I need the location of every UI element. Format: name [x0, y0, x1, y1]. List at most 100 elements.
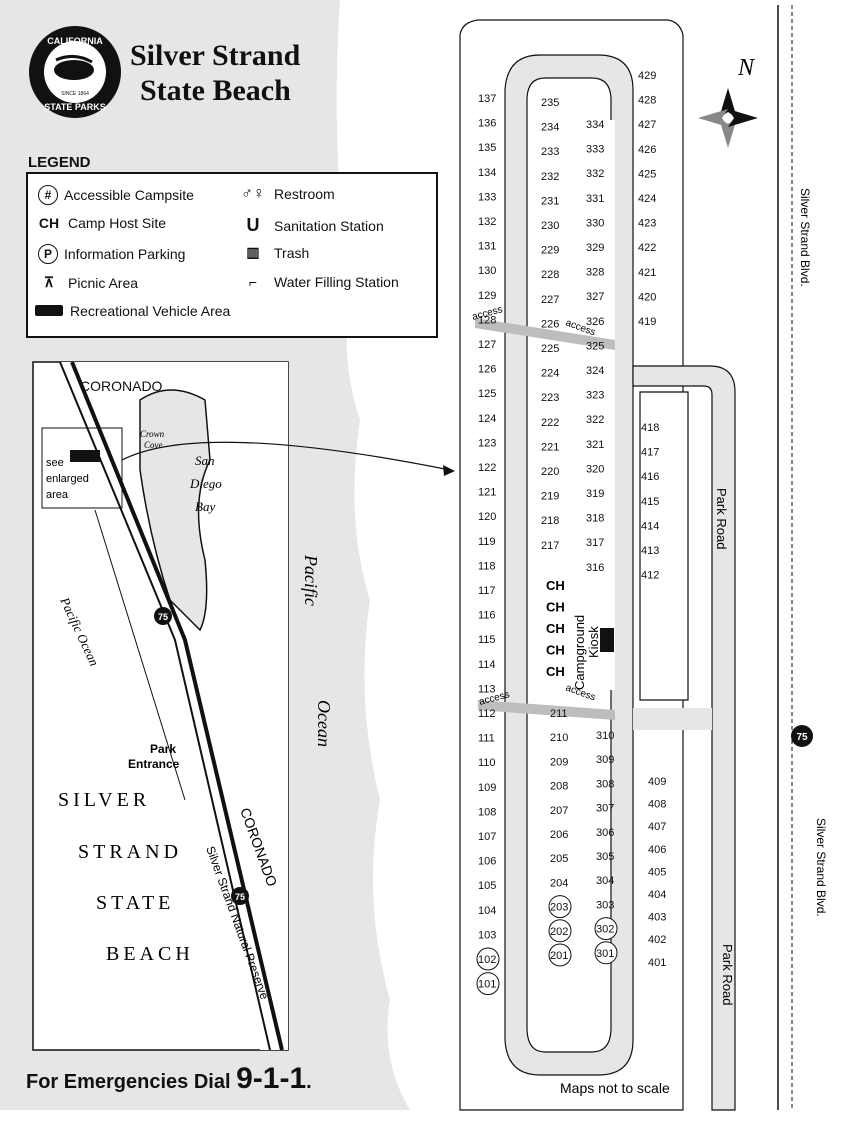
inset-route-75-b: 75	[235, 892, 245, 902]
campsite-207: 207	[550, 805, 568, 817]
campsite-130: 130	[478, 265, 496, 277]
campsite-101: 101	[478, 979, 496, 991]
campsite-318: 318	[586, 513, 604, 525]
campground-outline	[459, 5, 813, 1111]
legend-trash: ▥ Trash	[238, 244, 309, 261]
campsite-235: 235	[541, 97, 559, 109]
campsite-126: 126	[478, 364, 496, 376]
campsite-406: 406	[648, 844, 666, 856]
camp-host-icon: CH	[38, 215, 60, 231]
campsite-224: 224	[541, 368, 559, 380]
campsite-418: 418	[641, 422, 659, 434]
campsite-429: 429	[638, 70, 656, 82]
campsite-421: 421	[638, 267, 656, 279]
campsite-309: 309	[596, 754, 614, 766]
campsite-131: 131	[478, 241, 496, 253]
compass-rose	[698, 88, 758, 148]
campsite-320: 320	[586, 463, 604, 475]
emergency-notice: For Emergencies Dial 9-1-1.	[26, 1062, 312, 1096]
campsite-123: 123	[478, 437, 496, 449]
campsite-401: 401	[648, 957, 666, 969]
campsite-211: 211	[550, 708, 568, 720]
title-line-1: Silver Strand	[130, 39, 301, 72]
campsite-412: 412	[641, 570, 659, 582]
campsite-217: 217	[541, 540, 559, 552]
camp-host-label: CH	[546, 621, 565, 636]
inset-coronado-top: CORONADO	[80, 378, 163, 394]
restroom-icon: ♂♀	[241, 185, 265, 202]
accessible-site-marker	[548, 943, 572, 967]
campsite-220: 220	[541, 466, 559, 478]
campsite-307: 307	[596, 803, 614, 815]
campsite-328: 328	[586, 267, 604, 279]
accessible-site-marker	[476, 947, 500, 971]
campsite-329: 329	[586, 242, 604, 254]
campsite-402: 402	[648, 934, 666, 946]
campsite-404: 404	[648, 889, 666, 901]
campsite-325: 325	[586, 340, 604, 352]
campsite-136: 136	[478, 118, 496, 130]
campsite-420: 420	[638, 291, 656, 303]
campsite-110: 110	[478, 757, 496, 769]
campsite-332: 332	[586, 168, 604, 180]
legend-title: LEGEND	[28, 154, 91, 171]
enlarged-arrow	[121, 441, 451, 471]
inset-see-1: see	[46, 457, 64, 469]
campsite-422: 422	[638, 242, 656, 254]
pacific-label: Pacific	[301, 554, 321, 606]
campsite-232: 232	[541, 171, 559, 183]
campsite-102: 102	[478, 954, 496, 966]
page-title: Silver Strand State Beach	[130, 38, 300, 108]
campsite-413: 413	[641, 545, 659, 557]
campsite-209: 209	[550, 756, 568, 768]
emergency-prefix: For Emergencies Dial	[26, 1071, 231, 1093]
campsite-119: 119	[478, 536, 496, 548]
park-road-bottom: Park Road	[720, 944, 735, 1005]
logo-top-text: CALIFORNIA	[47, 36, 103, 46]
legend-camp-host: CH Camp Host Site	[34, 215, 166, 231]
campsite-324: 324	[586, 365, 604, 377]
camp-host-label: CH	[546, 600, 565, 615]
campsite-301: 301	[596, 948, 614, 960]
inset-park-name-4: BEACH	[106, 943, 194, 965]
campsite-426: 426	[638, 144, 656, 156]
campsite-107: 107	[478, 831, 496, 843]
campsite-221: 221	[541, 441, 559, 453]
title-line-2: State Beach	[140, 74, 291, 107]
inset-bay-1: San	[195, 453, 215, 468]
campsite-201: 201	[550, 950, 568, 962]
campsite-321: 321	[586, 439, 604, 451]
campsite-109: 109	[478, 782, 496, 794]
campsite-423: 423	[638, 218, 656, 230]
campsite-222: 222	[541, 417, 559, 429]
camp-host-label: CH	[546, 664, 565, 679]
scale-note: Maps not to scale	[560, 1080, 670, 1096]
campsite-112: 112	[478, 708, 496, 720]
campsite-108: 108	[478, 806, 496, 818]
campsite-408: 408	[648, 799, 666, 811]
campsite-111: 111	[478, 733, 495, 745]
accessible-site-marker	[548, 919, 572, 943]
campsite-302: 302	[596, 924, 614, 936]
campsite-226: 226	[541, 318, 559, 330]
legend-restroom: ♂♀ Restroom	[238, 185, 335, 203]
legend-parking-label: Information Parking	[64, 246, 186, 262]
campsite-327: 327	[586, 291, 604, 303]
campsite-230: 230	[541, 220, 559, 232]
legend-water-label: Water Filling Station	[274, 274, 399, 290]
route-75-main: 75	[796, 732, 808, 743]
campsite-331: 331	[586, 193, 604, 205]
trash-icon: ▥	[246, 244, 260, 260]
campsite-304: 304	[596, 875, 614, 887]
inset-crown-label-1: Crown	[140, 429, 165, 439]
legend-camp-host-label: Camp Host Site	[68, 215, 167, 231]
inset-route-75: 75	[158, 612, 168, 622]
campsite-407: 407	[648, 821, 666, 833]
campsite-427: 427	[638, 119, 656, 131]
kiosk-label-1: Campground	[572, 615, 587, 690]
campsite-303: 303	[596, 899, 614, 911]
legend-picnic-label: Picnic Area	[68, 274, 139, 291]
campsite-219: 219	[541, 491, 559, 503]
legend-water: ⌐ Water Filling Station	[238, 274, 399, 290]
inset-park-name-2: STRAND	[78, 841, 182, 863]
